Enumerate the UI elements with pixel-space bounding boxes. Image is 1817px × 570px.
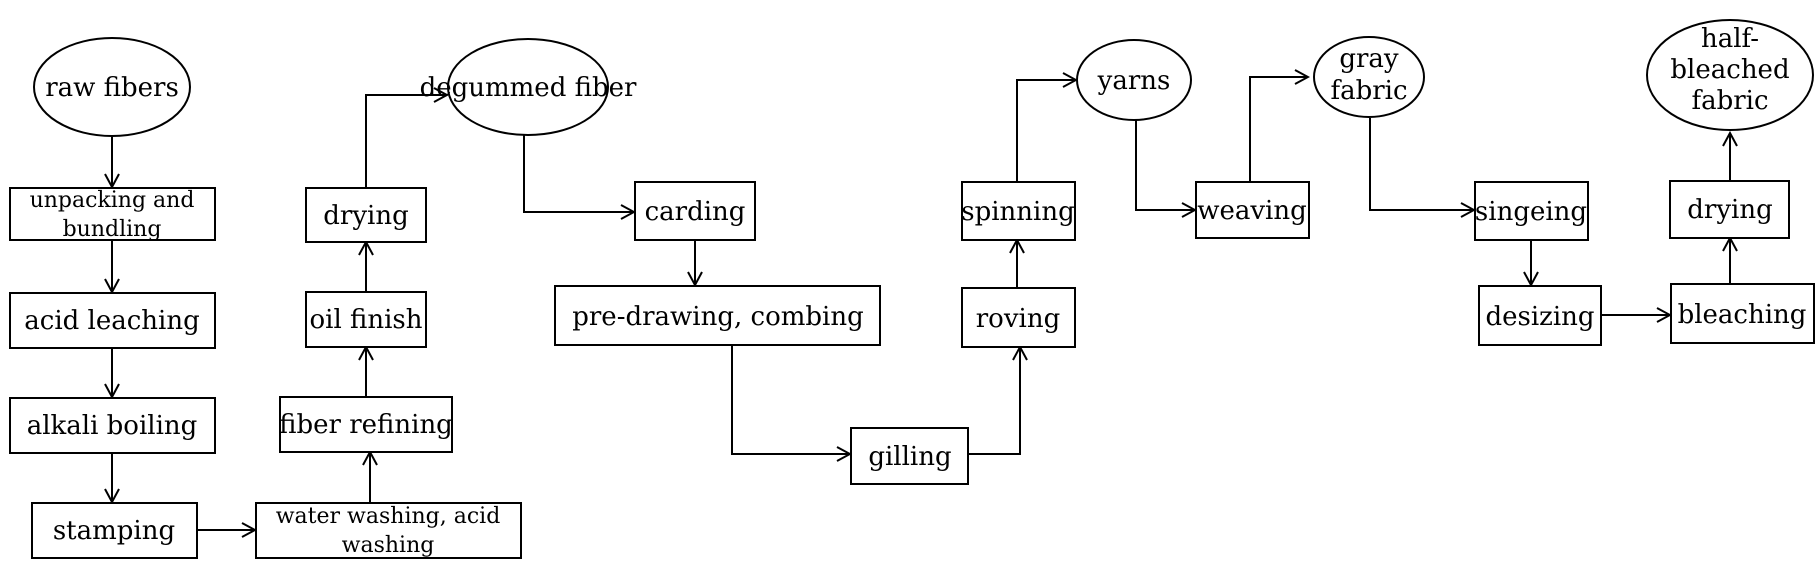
node-stamping: stamping <box>32 503 197 558</box>
node-half-bleached-label-line3: fabric <box>1691 86 1768 116</box>
svg-text:bleaching: bleaching <box>1678 300 1807 330</box>
node-carding-label: carding <box>645 197 746 227</box>
node-drying-1-label: drying <box>323 201 408 231</box>
edge-weaving-to-gray-fabric <box>1250 77 1308 182</box>
node-oil-finish: oil finish <box>306 292 426 347</box>
node-alkali-boiling-label: alkali boiling <box>27 411 198 441</box>
svg-text:acid leaching: acid leaching <box>24 306 200 336</box>
node-singeing: singeing <box>1475 182 1588 240</box>
svg-text:singeing: singeing <box>1475 197 1587 227</box>
svg-text:fiber refining: fiber refining <box>279 410 453 440</box>
node-unpacking-label-line2: bundling <box>63 217 162 242</box>
node-water-washing-label-line1: water washing, acid <box>276 504 501 529</box>
svg-text:roving: roving <box>976 304 1060 334</box>
node-stamping-label: stamping <box>53 516 175 546</box>
node-water-washing-acid-washing: water washing, acid washing <box>256 503 521 558</box>
node-half-bleached-fabric: half-bleachedfabric <box>1647 20 1813 130</box>
node-desizing: desizing <box>1479 286 1601 345</box>
edge-gilling-to-roving <box>968 347 1020 454</box>
node-alkali-boiling: alkali boiling <box>10 398 215 453</box>
node-oil-finish-label: oil finish <box>309 305 422 335</box>
svg-text:carding: carding <box>645 197 746 227</box>
node-raw-fibers-label: raw fibers <box>45 73 179 103</box>
node-gray-fabric-label-line2: fabric <box>1330 76 1407 106</box>
node-fiber-refining-label: fiber refining <box>279 410 453 440</box>
node-gray-fabric-label-line1: gray <box>1339 44 1399 74</box>
node-drying-2-label: drying <box>1687 195 1772 225</box>
node-degummed-fiber: degummed fiber <box>420 39 637 135</box>
svg-text:drying: drying <box>323 201 408 231</box>
node-weaving: weaving <box>1196 182 1309 238</box>
node-acid-leaching-label: acid leaching <box>24 306 200 336</box>
node-yarns: yarns <box>1077 40 1191 120</box>
node-predrawing-combing: pre-drawing, combing <box>555 286 880 345</box>
node-drying-1: drying <box>306 188 426 242</box>
edge-predrawing-to-gilling <box>732 345 850 454</box>
node-gray-fabric: grayfabric <box>1314 37 1424 117</box>
svg-text:raw fibers: raw fibers <box>45 73 179 103</box>
svg-text:alkali boiling: alkali boiling <box>27 411 198 441</box>
node-acid-leaching: acid leaching <box>10 293 215 348</box>
svg-text:gilling: gilling <box>868 442 951 472</box>
node-water-washing-label-line2: washing <box>342 533 435 558</box>
node-raw-fibers: raw fibers <box>34 38 190 136</box>
node-half-bleached-label-line2: bleached <box>1670 55 1789 85</box>
svg-text:pre-drawing, combing: pre-drawing, combing <box>572 302 864 332</box>
svg-text:yarns: yarns <box>1097 66 1171 96</box>
edge-degummed-fiber-to-carding <box>524 133 634 212</box>
node-desizing-label: desizing <box>1485 302 1594 332</box>
node-yarns-label: yarns <box>1097 66 1171 96</box>
node-drying-2: drying <box>1670 181 1789 238</box>
node-carding: carding <box>635 182 755 240</box>
svg-text:oil finish: oil finish <box>309 305 422 335</box>
edge-drying-to-degummed-fiber <box>366 95 447 187</box>
svg-text:desizing: desizing <box>1485 302 1594 332</box>
edge-spinning-to-yarns <box>1017 80 1076 182</box>
node-gilling-label: gilling <box>868 442 951 472</box>
node-spinning: spinning <box>961 182 1075 240</box>
node-gilling: gilling <box>851 428 968 484</box>
node-roving: roving <box>962 288 1075 347</box>
node-spinning-label: spinning <box>961 197 1075 227</box>
node-degummed-fiber-label: degummed fiber <box>420 73 637 103</box>
svg-text:degummed fiber: degummed fiber <box>420 73 637 103</box>
node-predrawing-label: pre-drawing, combing <box>572 302 864 332</box>
node-unpacking-and-bundling: unpacking and bundling <box>10 188 215 242</box>
svg-text:spinning: spinning <box>961 197 1075 227</box>
node-bleaching-label: bleaching <box>1678 300 1807 330</box>
node-unpacking-label-line1: unpacking and <box>30 188 195 213</box>
node-roving-label: roving <box>976 304 1060 334</box>
node-singeing-label: singeing <box>1475 197 1587 227</box>
node-half-bleached-label-line1: half- <box>1701 24 1759 54</box>
svg-text:stamping: stamping <box>53 516 175 546</box>
svg-text:drying: drying <box>1687 195 1772 225</box>
svg-text:weaving: weaving <box>1197 196 1307 226</box>
edge-yarns-to-weaving <box>1136 118 1195 210</box>
node-weaving-label: weaving <box>1197 196 1307 226</box>
node-fiber-refining: fiber refining <box>279 397 453 452</box>
node-bleaching: bleaching <box>1671 284 1814 343</box>
edge-gray-fabric-to-singeing <box>1370 118 1474 210</box>
